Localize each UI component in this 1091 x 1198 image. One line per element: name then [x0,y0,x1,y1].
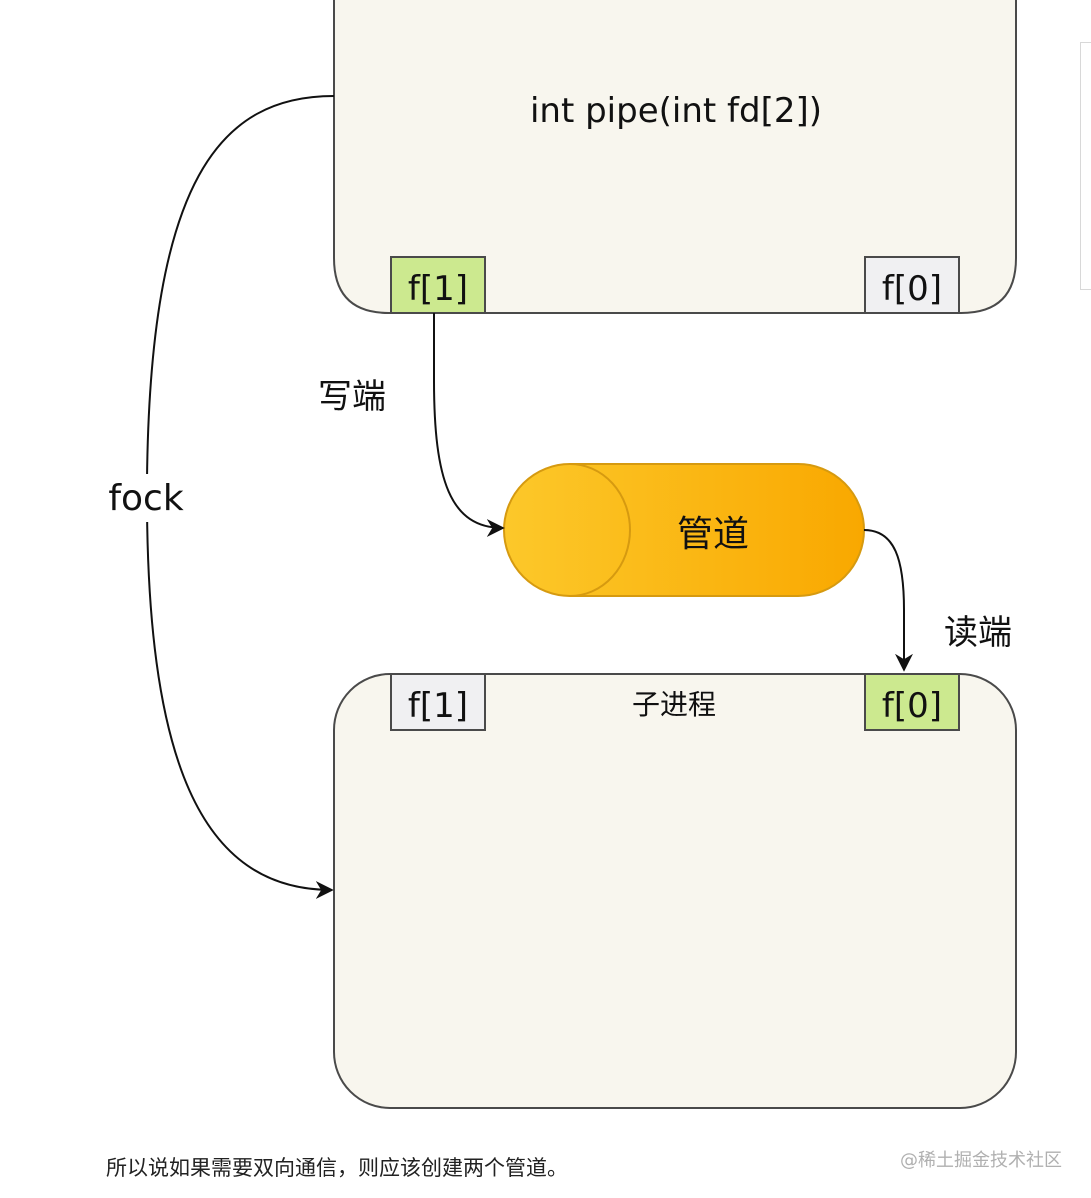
child-process-label: 子进程 [632,688,716,721]
read-end-label: 读端 [944,613,1012,653]
fork-label: fock [108,478,183,519]
child-write-fd-label: f[1] [408,686,468,726]
side-panel-edge [1080,42,1091,290]
child-read-fd-label: f[0] [882,686,942,726]
pipe-shape: 管道 [503,463,865,597]
pipe-label: 管道 [677,514,749,555]
parent-write-fd-label: f[1] [408,269,468,309]
parent-process-box: int pipe(int fd[2]) [333,0,1017,314]
child-write-fd: f[1] [390,673,486,731]
read-end-arrow [863,529,913,672]
write-end-arrow [433,313,505,537]
parent-write-fd: f[1] [390,256,486,314]
parent-read-fd: f[0] [864,256,960,314]
write-end-label: 写端 [318,377,386,417]
parent-process-label: int pipe(int fd[2]) [530,91,822,131]
caption-text: 所以说如果需要双向通信，则应该创建两个管道。 [106,1156,568,1180]
child-read-fd: f[0] [864,673,960,731]
watermark-text: @稀土掘金技术社区 [900,1150,1062,1171]
child-process-box: 子进程 [333,673,1017,1109]
parent-read-fd-label: f[0] [882,269,942,309]
